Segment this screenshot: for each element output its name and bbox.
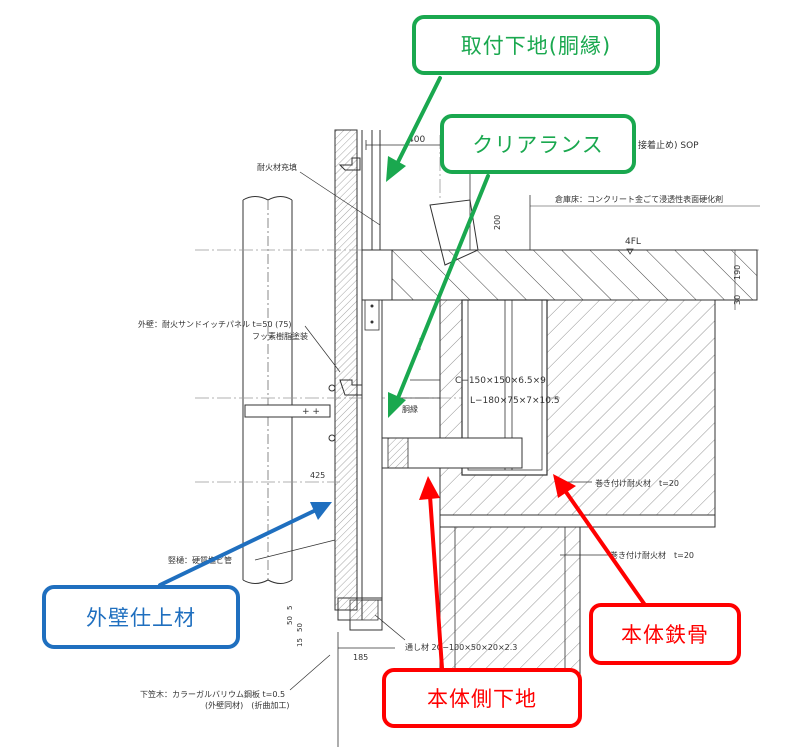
- furring-label: 胴縁: [402, 404, 418, 414]
- kasagi-label-1: 下笠木：カラーガルバリウム鋼板 t=0.5: [140, 689, 285, 699]
- callout-clearance: クリアランス: [440, 114, 636, 174]
- callout-gaiheki: 外壁仕上材: [42, 585, 240, 649]
- bottom-flashing: [337, 597, 383, 631]
- dim-50: 50: [286, 616, 294, 625]
- dim-190: 190: [733, 265, 742, 280]
- dim-400-label: 400: [408, 135, 425, 145]
- tooshi-label: 通し材 2C−100×50×20×2.3: [405, 642, 517, 652]
- fireproof-fill-label: 耐火材充填: [257, 162, 297, 172]
- callout-arrows: [158, 76, 647, 670]
- parapet-block: [429, 199, 479, 266]
- kasagi-label-2: (外壁同材) (折曲加工): [205, 700, 289, 710]
- gutter-label: 竪樋：硬質塩ビ管: [168, 555, 232, 565]
- callout-hontai-tekkotsu: 本体鉄骨: [589, 603, 741, 665]
- sop-note: 接着止め) SOP: [638, 139, 699, 151]
- dim-15: 15: [296, 638, 304, 647]
- dim-200: 200: [493, 215, 502, 230]
- callout-toritsuke-label: 取付下地(胴縁): [460, 34, 612, 58]
- dim-425: 425: [310, 471, 325, 480]
- wall-bolt-bracket: [244, 404, 331, 418]
- dim-5: 5: [286, 606, 294, 610]
- callout-gaiheki-label: 外壁仕上材: [86, 606, 196, 630]
- svg-text:+ +: + +: [302, 407, 320, 417]
- dim-30: 30: [733, 295, 742, 305]
- callout-clearance-label: クリアランス: [472, 133, 604, 157]
- furring-post: [361, 299, 383, 601]
- fireproof-wrap-label-2: 巻き付け耐火材 t=20: [610, 550, 694, 560]
- floor-slab: [361, 249, 758, 301]
- floor-note: 倉庫床：コンクリート金ごて浸透性表面硬化剤: [555, 194, 723, 204]
- steel-c-label: C−150×150×6.5×9: [455, 376, 546, 386]
- lower-slab: [439, 514, 716, 528]
- callout-hontai-tekkotsu-label: 本体鉄骨: [621, 623, 709, 647]
- dim-50b: 50: [296, 623, 304, 632]
- callout-toritsuke: 取付下地(胴縁): [412, 15, 660, 75]
- steel-l-label: L−180×75×7×10.5: [470, 396, 560, 406]
- callout-hontai-gawa-label: 本体側下地: [427, 687, 537, 711]
- fireproof-wrap-label-1: 巻き付け耐火材 t=20: [595, 478, 679, 488]
- callout-hontai-gawa: 本体側下地: [382, 668, 582, 728]
- dim-185: 185: [353, 653, 368, 662]
- top-bracket: [338, 157, 361, 171]
- level-4fl: 4FL: [625, 237, 641, 247]
- ext-wall-label-1: 外壁：耐火サンドイッチパネル t=50 (75): [138, 319, 292, 329]
- gutter-pipe: [242, 196, 293, 584]
- ext-wall-label-2: フッ素樹脂塗装: [252, 331, 308, 341]
